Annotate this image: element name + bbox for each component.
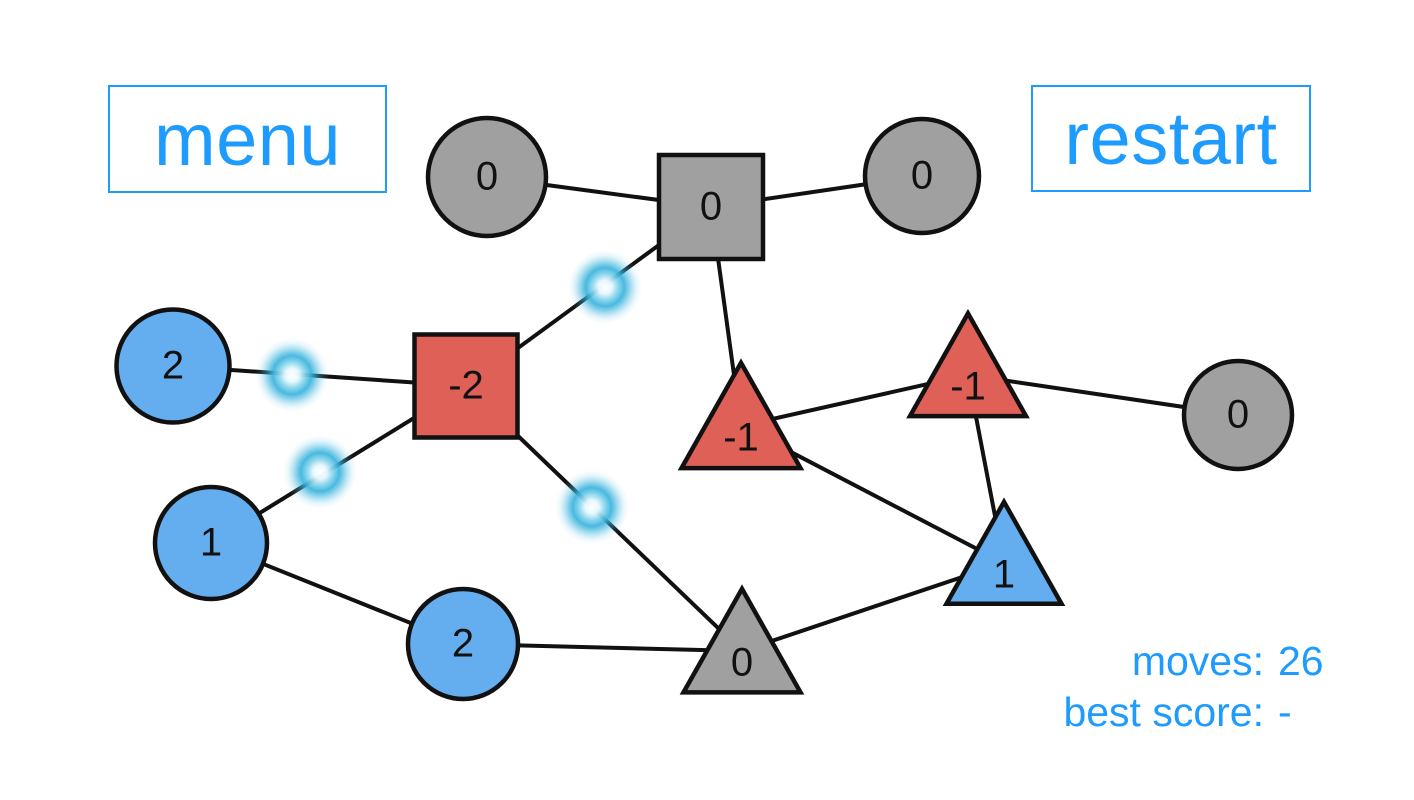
moves-value: 26 xyxy=(1278,638,1324,684)
graph-node-square[interactable] xyxy=(412,332,520,440)
node-n5-hit-area[interactable] xyxy=(415,335,518,438)
edge-orb-marker[interactable] xyxy=(568,250,642,324)
best-score-row: best score: - xyxy=(1063,687,1340,738)
edge-orb-marker[interactable] xyxy=(555,470,629,544)
restart-button[interactable]: restart xyxy=(1031,85,1311,192)
graph-node-triangle[interactable] xyxy=(679,584,805,695)
node-n1-hit-area[interactable] xyxy=(428,118,546,236)
node-n9-hit-area[interactable] xyxy=(155,487,267,599)
graph-node-triangle[interactable] xyxy=(906,308,1030,419)
edge-orb-marker[interactable] xyxy=(283,435,357,509)
node-n8-hit-area[interactable] xyxy=(1184,361,1292,469)
graph-node-triangle[interactable] xyxy=(942,497,1066,606)
menu-button[interactable]: menu xyxy=(108,85,387,193)
node-n3-hit-area[interactable] xyxy=(865,119,979,233)
node-n11-hit-area[interactable] xyxy=(408,589,518,699)
best-score-label: best score: xyxy=(1063,689,1264,736)
graph-node-circle[interactable] xyxy=(862,116,982,236)
graph-node-circle[interactable] xyxy=(1181,358,1295,472)
best-score-value: - xyxy=(1278,689,1292,736)
orb-layer xyxy=(255,250,642,544)
moves-label: moves: xyxy=(1131,638,1264,684)
graph-node-circle[interactable] xyxy=(152,484,270,602)
node-n12-hit-area[interactable] xyxy=(684,593,801,710)
graph-node-circle[interactable] xyxy=(425,115,549,239)
graph-node-circle[interactable] xyxy=(405,586,521,702)
graph-node-circle[interactable] xyxy=(114,307,232,425)
node-layer xyxy=(114,115,1295,702)
score-panel: moves: 26 best score: - xyxy=(1063,636,1340,739)
node-n10-hit-area[interactable] xyxy=(947,506,1062,621)
edge-orb-marker[interactable] xyxy=(255,338,329,412)
node-n6-hit-area[interactable] xyxy=(682,367,801,486)
node-n2-hit-area[interactable] xyxy=(659,155,763,259)
graph-node-square[interactable] xyxy=(656,152,766,262)
moves-row: moves: 26 xyxy=(1063,636,1340,687)
node-n7-hit-area[interactable] xyxy=(910,317,1026,433)
node-n4-hit-area[interactable] xyxy=(117,310,230,423)
graph-node-triangle[interactable] xyxy=(677,358,805,471)
